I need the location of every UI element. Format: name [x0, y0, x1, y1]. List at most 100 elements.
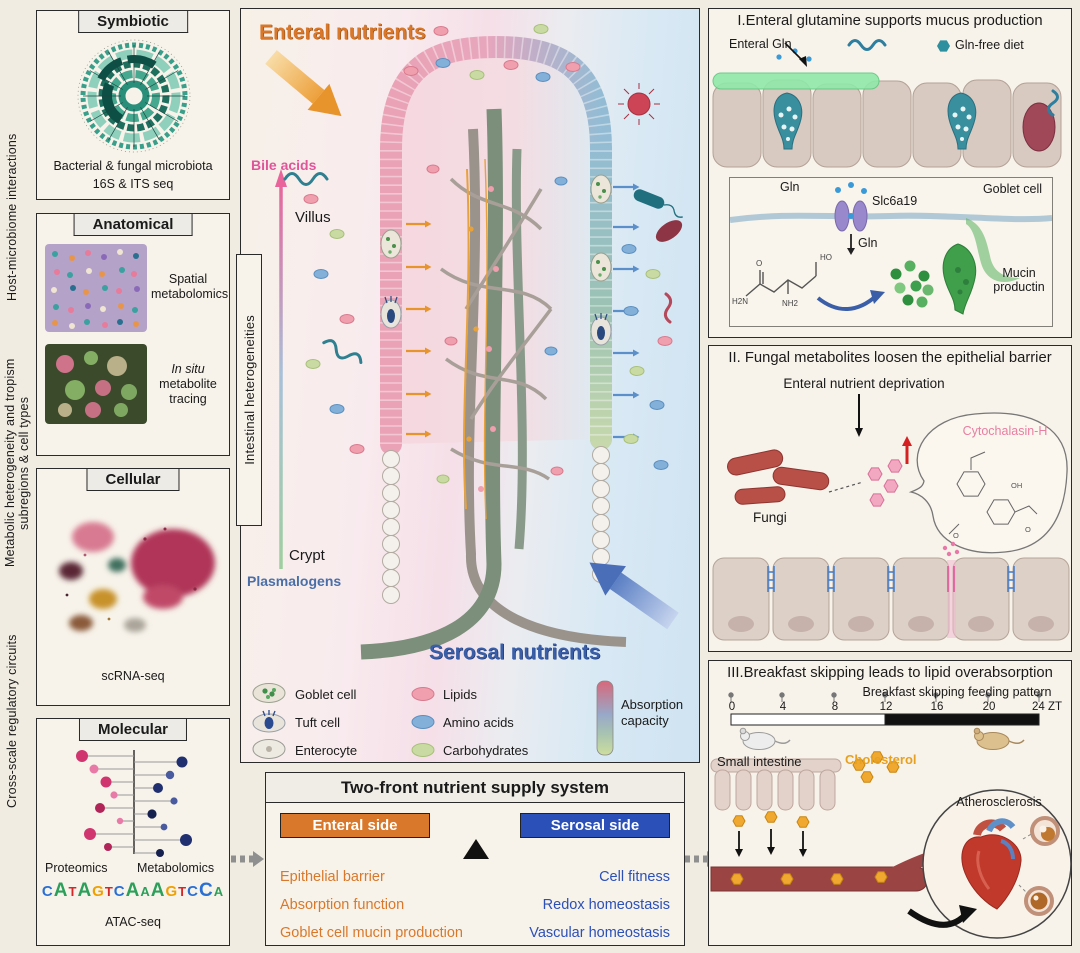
villus-vessels [360, 108, 627, 660]
carbohydrates-legend-icon [411, 743, 435, 757]
glutamine-structure [745, 262, 817, 297]
serosal-items-list: Cell fitness Redox homeostasis Vascular … [529, 863, 670, 947]
two-front-panel: Two-front nutrient supply system Enteral… [265, 772, 685, 946]
callout-lines [1018, 832, 1034, 894]
cholesterol-label: Cholesterol [845, 752, 917, 767]
enteral-items-list: Epithelial barrier Absorption function G… [280, 863, 463, 947]
symbiotic-panel-title: Symbiotic [78, 11, 188, 33]
deprivation-label: Enteral nutrient deprivation [783, 376, 945, 391]
fungi-rods [727, 449, 830, 505]
enteral-item: Absorption function [280, 897, 405, 913]
metabolite-tracing-image [45, 344, 147, 424]
axis-label-text: Cross-scale regulatory circuits [5, 634, 19, 808]
absorbed-cholesterol [732, 811, 810, 828]
enteral-gln-label: Enteral Gln [729, 37, 792, 51]
anatomical-caption-top: Spatial metabolomics [151, 272, 229, 301]
amino-acids-legend-icon [411, 715, 435, 729]
svg-text:HO: HO [820, 253, 832, 262]
artery-cross-section-1 [1030, 816, 1060, 846]
tuft-cell-legend-icon [252, 710, 286, 733]
axis-label-cross-scale: Cross-scale regulatory circuits [1, 592, 23, 850]
in-situ-italic: In situ [171, 362, 205, 376]
enteral-nutrients-arrow [265, 50, 342, 117]
villus-label: Villus [295, 209, 331, 226]
mucin-granules [890, 260, 934, 308]
enteral-absorption-arrows [406, 222, 425, 436]
absorption-down-arrows [738, 829, 804, 849]
goblet-cell-teal [773, 92, 803, 150]
carbohydrates-legend-label: Carbohydrates [443, 743, 529, 758]
symbiotic-caption-1: Bacterial & fungal microbiota [53, 159, 213, 173]
anatomical-caption-bottom: In situ metabolite tracing [151, 362, 225, 407]
balance-triangle-icon [463, 839, 489, 859]
timeline-tick: 8 [831, 701, 839, 713]
vessel-nutrient-dots [466, 186, 499, 492]
villus-illustration [265, 24, 683, 756]
artery-cross-section-2 [1024, 886, 1054, 916]
breakfast-panel: III.Breakfast skipping leads to lipid ov… [708, 660, 1072, 946]
cellular-caption: scRNA-seq [101, 669, 165, 683]
gln-lower-label: Gln [858, 236, 878, 250]
small-intestine-label: Small intestine [717, 754, 802, 769]
intestinal-heterogeneities-box: Intestinal heterogeneities [236, 254, 262, 526]
proteomics-label: Proteomics [45, 861, 108, 875]
serosal-item: Cell fitness [599, 869, 670, 885]
mucin-production-label: Mucin productin [986, 266, 1052, 295]
enteral-item: Goblet cell mucin production [280, 925, 463, 941]
tuft-cell-legend-label: Tuft cell [295, 715, 341, 730]
axis-label-text: Host-microbiome interactions [5, 133, 19, 301]
in-situ-rest: metabolite tracing [159, 377, 217, 406]
timeline-tick: 24 ZT [1031, 701, 1063, 713]
axis-label-text: subregions & cell types [17, 396, 31, 530]
serosal-nutrients-title: Serosal nutrients [429, 641, 601, 664]
serosal-item: Vascular homeostasis [529, 925, 670, 941]
feeding-timeline [728, 692, 1042, 726]
timeline-tick: 16 [930, 701, 944, 713]
symbiotic-caption-2: 16S & ITS seq [92, 177, 174, 191]
glutamine-cells-illustration [712, 39, 1062, 168]
breakfast-panel-title: III.Breakfast skipping leads to lipid ov… [727, 665, 1053, 681]
lipids-legend-icon [411, 687, 435, 701]
lumen-nutrient-dots [303, 24, 673, 484]
intestinal-heterogeneities-label: Intestinal heterogeneities [241, 315, 257, 465]
svg-text:OH: OH [1011, 481, 1022, 490]
feeding-pattern-label: Breakfast skipping feeding pattern [862, 685, 1052, 699]
lipids-legend-label: Lipids [443, 687, 477, 702]
serosal-item: Redox homeostasis [542, 897, 670, 913]
glutamine-panel-title: I.Enteral glutamine supports mucus produ… [737, 13, 1043, 29]
mucin-line-1: Mucin [1002, 266, 1036, 280]
mouse-icon-tan [973, 727, 1025, 750]
blood-vessel [710, 847, 951, 892]
metabolite-bubble [908, 412, 1068, 554]
timeline-tick: 20 [982, 701, 996, 713]
cytochalasin-structure [948, 451, 1038, 535]
enteral-side-badge: Enteral side [280, 813, 430, 838]
epithelial-cells [712, 79, 1062, 168]
serosal-nutrients-arrow [589, 562, 679, 630]
crypt-label: Crypt [289, 547, 325, 564]
goblet-cell-legend-label: Goblet cell [295, 687, 357, 702]
phylogenetic-tree-illustration [77, 39, 191, 153]
enteral-item: Epithelial barrier [280, 869, 385, 885]
umap-scrnaseq-illustration [59, 522, 215, 632]
absorption-capacity-gradient-bar [596, 680, 614, 756]
metabolite-hexagons [867, 459, 903, 507]
gln-hexagon-icon [937, 40, 950, 52]
epithelial-goblet-cells [380, 174, 612, 282]
timeline-tick: 0 [728, 701, 736, 713]
svg-text:NH2: NH2 [782, 299, 799, 308]
gln-upper-label: Gln [780, 180, 800, 194]
gln-free-diet-label: Gln-free diet [955, 38, 1024, 52]
axis-label-metabolic: Metabolic heterogeneity and tropism subr… [0, 338, 36, 588]
spatial-metabolomics-image [45, 244, 147, 332]
slc6a19-label: Slc6a19 [872, 194, 918, 208]
rod-bacterium-icon [633, 189, 683, 218]
molecular-panel: Molecular [36, 718, 230, 946]
bacterium-squiggle-icon [847, 39, 887, 51]
svg-text:O: O [953, 531, 959, 540]
tight-junctions [767, 566, 1015, 592]
